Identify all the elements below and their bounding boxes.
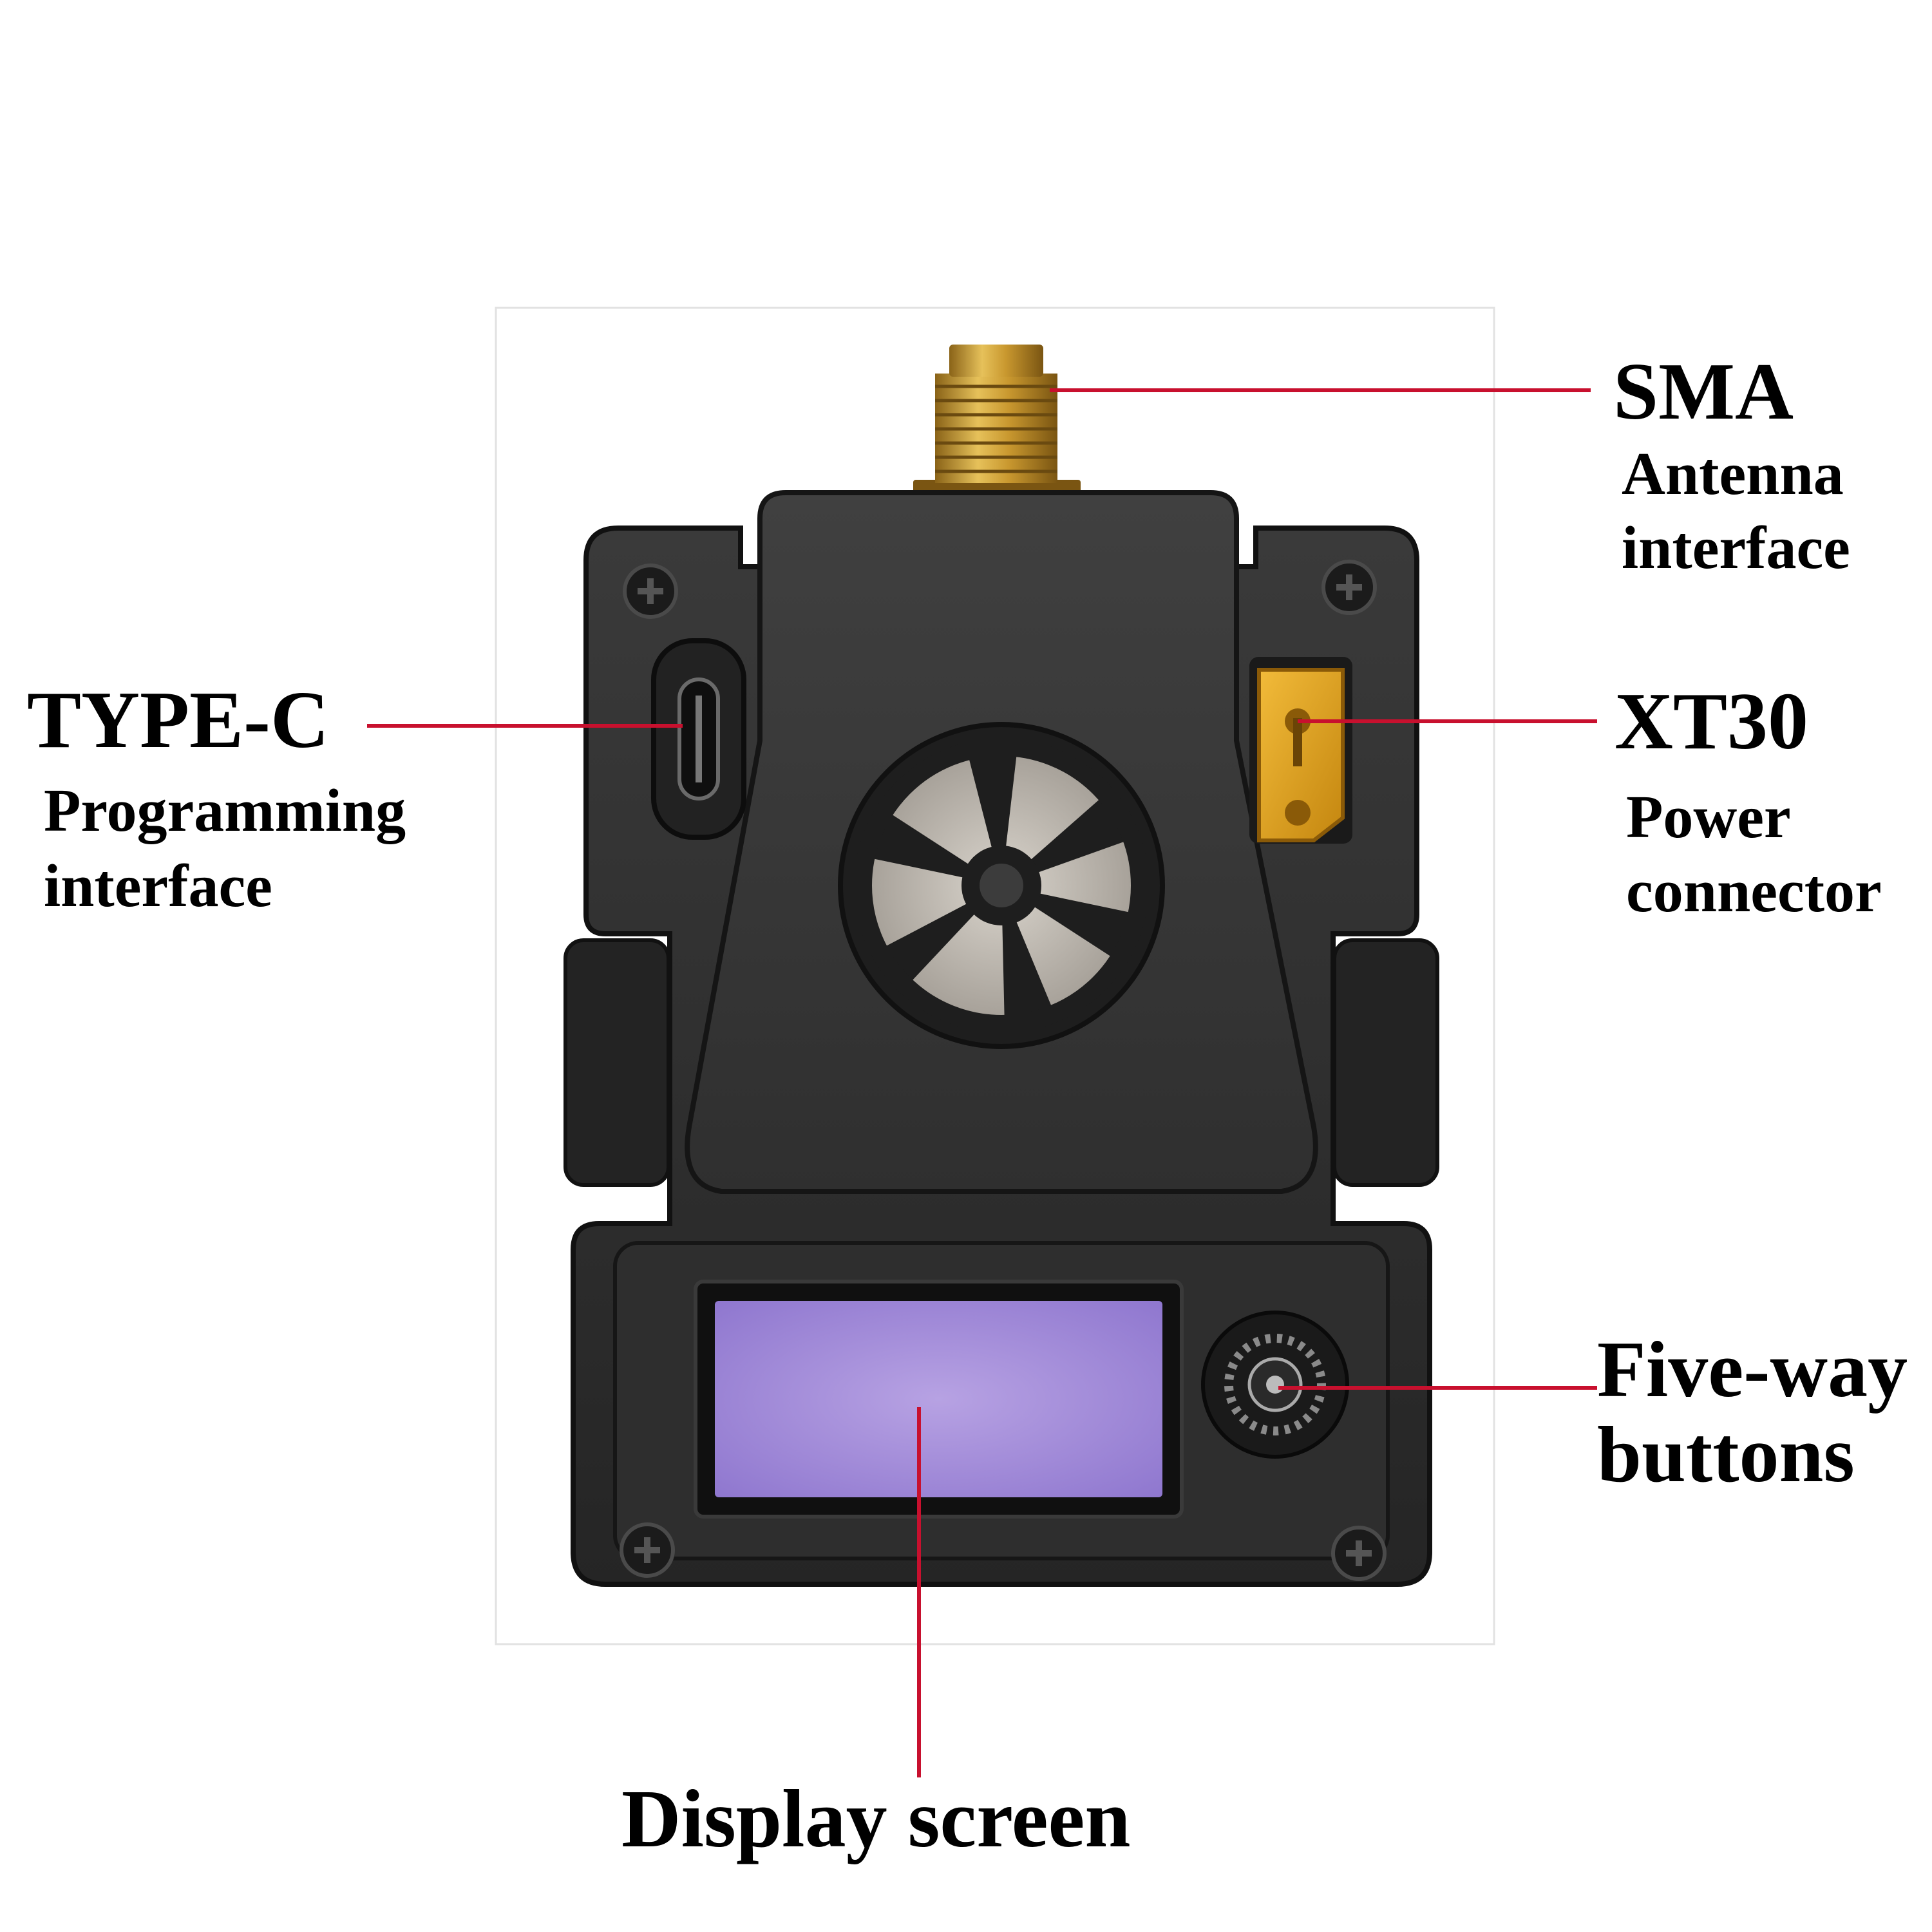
xt30-connector-icon [1249,657,1352,844]
display-screen [694,1280,1184,1519]
fiveway-line2: buttons [1597,1410,1855,1499]
typec-desc-line2: interface [44,853,272,920]
typec-title: TYPE-C [27,676,329,765]
screw-icon [620,560,1387,1581]
usb-c-port-icon [651,638,746,840]
display-label: Display screen [621,1773,1131,1864]
xt30-desc-line2: connector [1626,858,1882,925]
sma-title: SMA [1613,347,1794,437]
fiveway-line1: Five-way [1597,1325,1908,1414]
callout-labels: SMA Antenna interface TYPE-C Programming… [27,347,1908,1864]
sma-desc-line2: interface [1622,515,1850,582]
cooling-fan-icon [838,722,1165,1049]
xt30-desc-line1: Power [1626,784,1791,851]
xt30-title: XT30 [1615,677,1808,766]
leader-lines [367,388,1597,1777]
typec-desc-line1: Programming [44,777,406,844]
sma-desc-line1: Antenna [1622,440,1844,507]
five-way-button-icon[interactable] [1201,1311,1349,1459]
